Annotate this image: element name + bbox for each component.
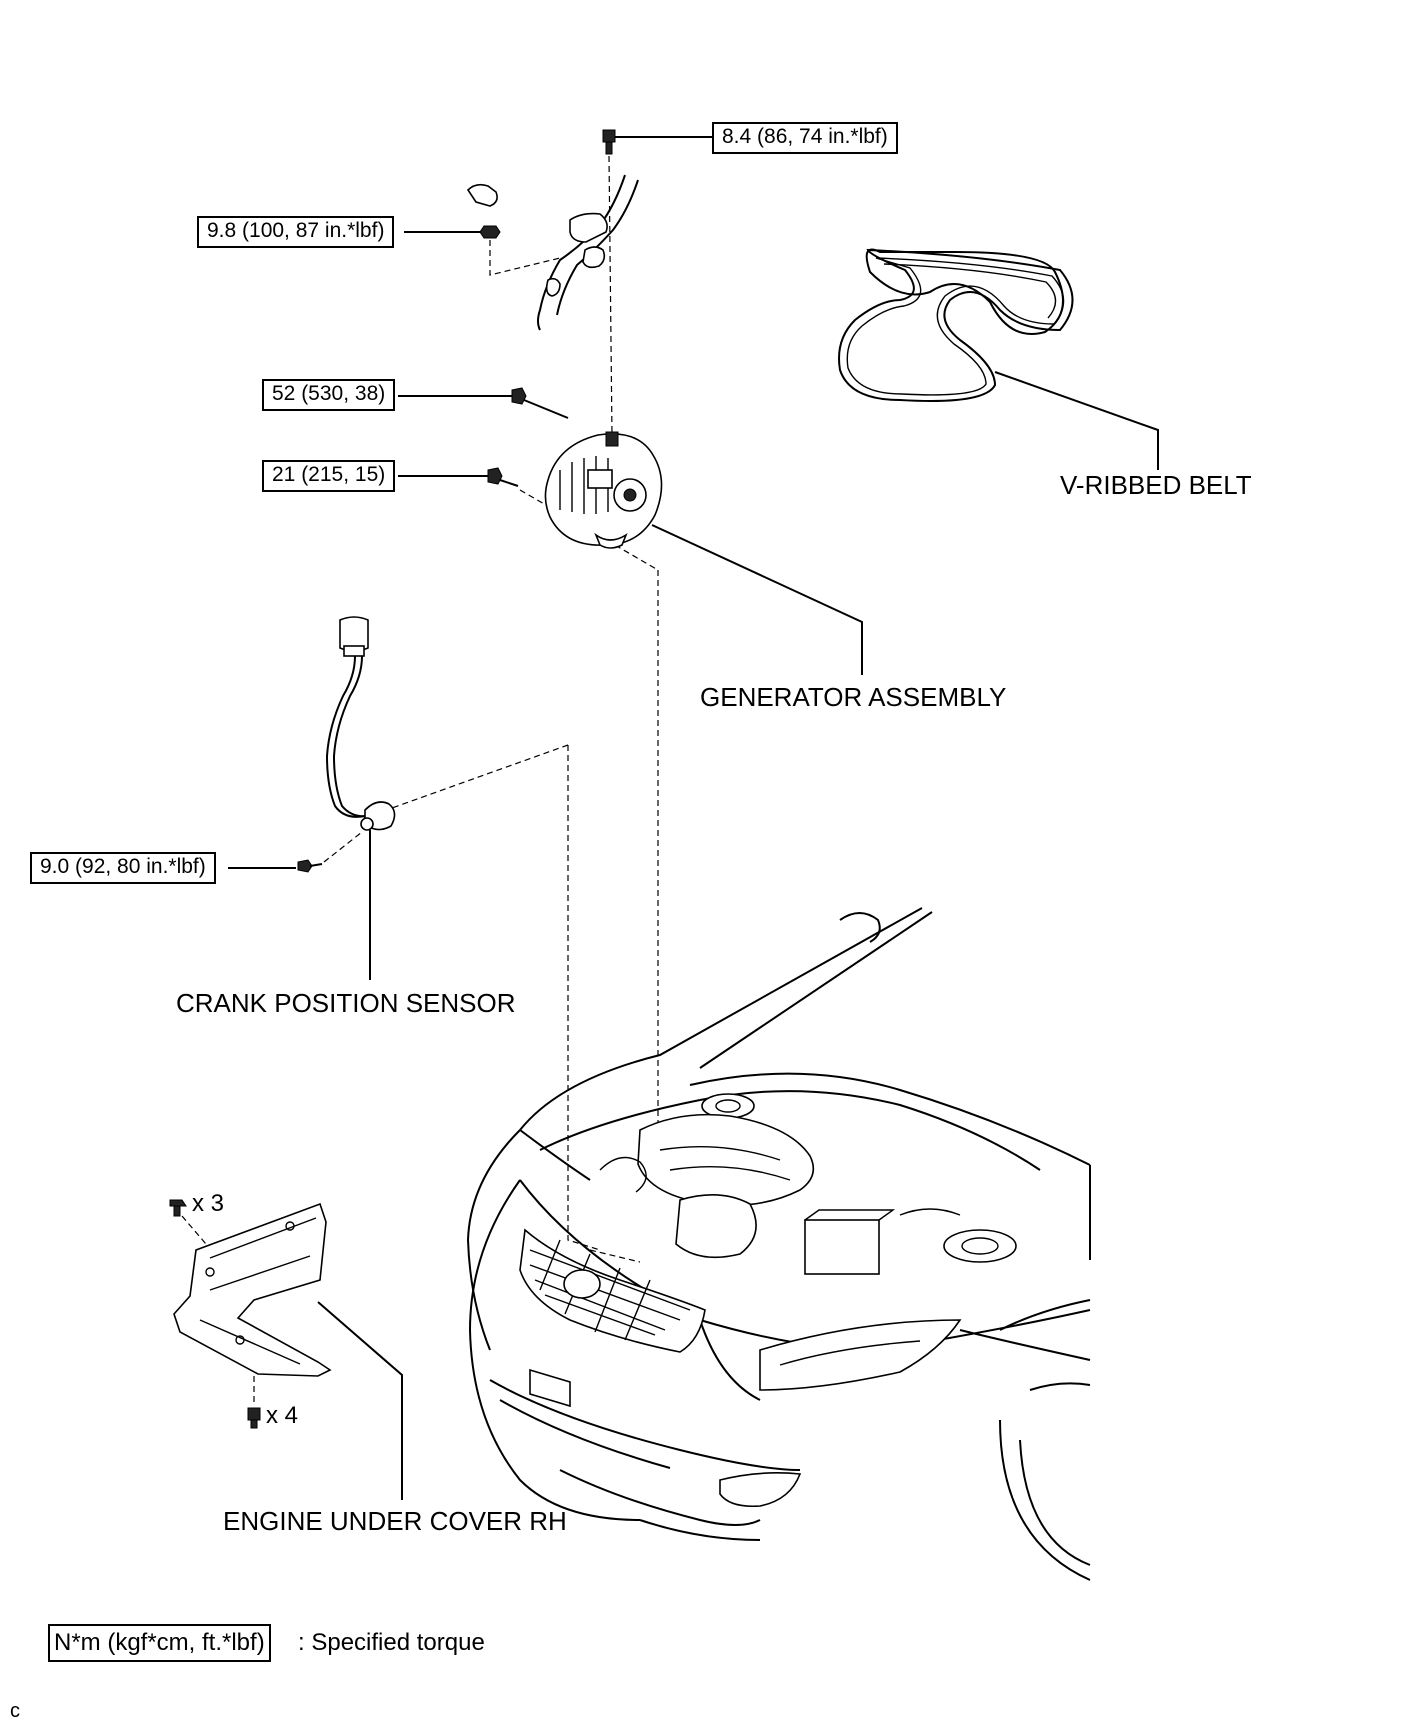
torque-spec-generator-short-bolt: 21 (215, 15) (262, 460, 396, 492)
qty-lower-bolts: x 4 (266, 1402, 299, 1429)
engine-under-cover-icon (173, 1202, 332, 1377)
label-v-ribbed-belt: V-RIBBED BELT (1060, 470, 1252, 500)
crank-position-sensor-icon (325, 616, 396, 831)
legend-description: : Specified torque (298, 1629, 485, 1656)
top-bolt-icon (602, 129, 616, 155)
torque-spec-top-bolt: 8.4 (86, 74 in.*lbf) (712, 122, 898, 154)
cover-bolt-icon (247, 1407, 261, 1429)
terminal-nut-icon (479, 225, 501, 239)
torque-spec-generator-long-bolt: 52 (530, 38) (262, 379, 396, 411)
label-crank-position-sensor: CRANK POSITION SENSOR (176, 988, 516, 1018)
corner-mark: c (10, 1700, 20, 1722)
v-ribbed-belt-icon (838, 248, 1074, 402)
generator-short-bolt-icon (487, 467, 519, 487)
legend-unit-box: N*m (kgf*cm, ft.*lbf) (48, 1624, 271, 1662)
generator-assembly-icon (544, 431, 663, 549)
vehicle-front-view-icon (466, 907, 1091, 1581)
label-generator-assembly: GENERATOR ASSEMBLY (700, 682, 1007, 712)
torque-spec-terminal-nut: 9.8 (100, 87 in.*lbf) (197, 216, 395, 248)
clip-icon (169, 1199, 187, 1217)
qty-upper-clips: x 3 (192, 1190, 225, 1217)
crank-sensor-bolt-icon (297, 859, 323, 873)
wire-harness-icon (537, 174, 639, 331)
label-engine-under-cover: ENGINE UNDER COVER RH (223, 1506, 567, 1536)
generator-long-bolt-icon (511, 387, 569, 419)
torque-leader-lines (228, 136, 712, 869)
torque-spec-crank-sensor-bolt: 9.0 (92, 80 in.*lbf) (30, 852, 216, 884)
terminal-cap-icon (466, 183, 498, 207)
